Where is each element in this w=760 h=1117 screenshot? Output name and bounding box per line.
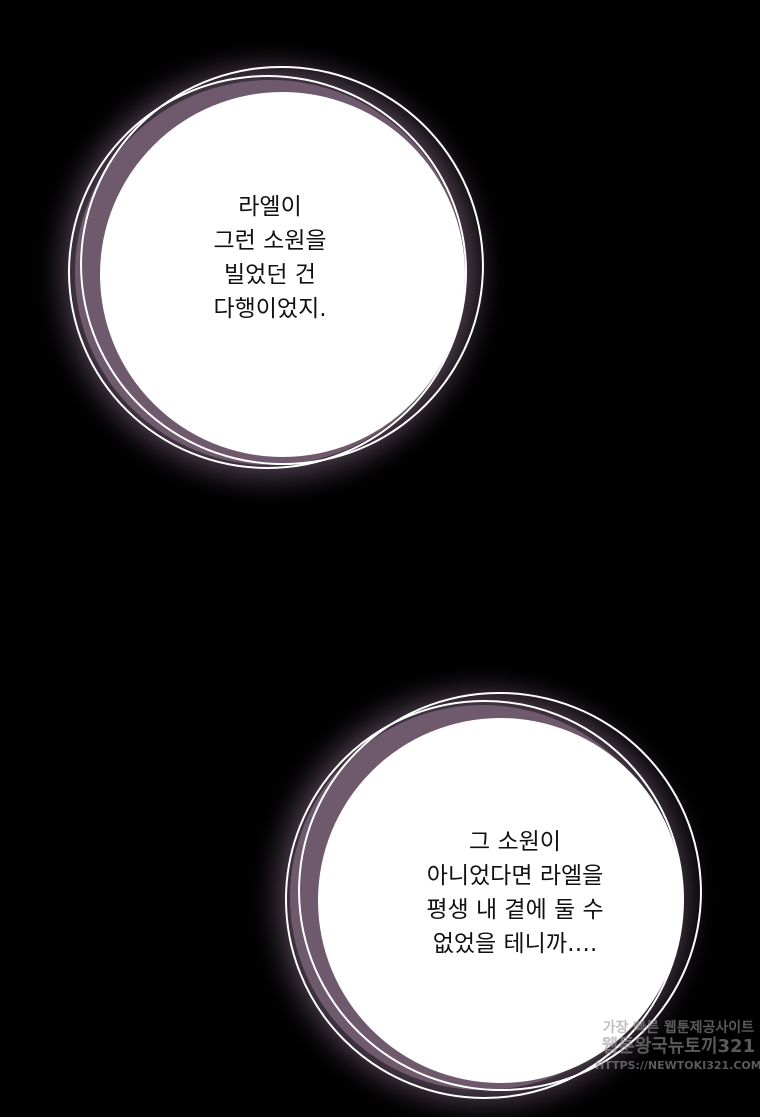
watermark-line: 가장 빠른 웹툰제공사이트 [602,1020,755,1036]
watermark-line: HTTPS://NEWTOKI321.COM [595,1059,760,1072]
text-line: 평생 내 곁에 둘 수 [426,897,604,923]
text-line: 다행이었지. [213,296,327,322]
text-line: 아니었다면 라엘을 [426,863,604,889]
text-line: 없었을 테니까…. [432,931,598,957]
text-line: 그 소원이 [469,829,561,855]
text-line: 라엘이 [238,194,302,220]
text-line: 빌었던 건 [224,262,316,288]
bubble-ring [68,75,467,469]
text-line: 그런 소원을 [213,228,327,254]
bubble-text: 그 소원이 아니었다면 라엘을 평생 내 곁에 둘 수 없었을 테니까…. [395,825,635,961]
watermark-line: 웹툰왕국뉴토끼321 [601,1036,756,1057]
bubble-text: 라엘이 그런 소원을 빌었던 건 다행이었지. [170,190,370,326]
watermark: 가장 빠른 웹툰제공사이트 웹툰왕국뉴토끼321 HTTPS://NEWTOKI… [595,1020,760,1074]
